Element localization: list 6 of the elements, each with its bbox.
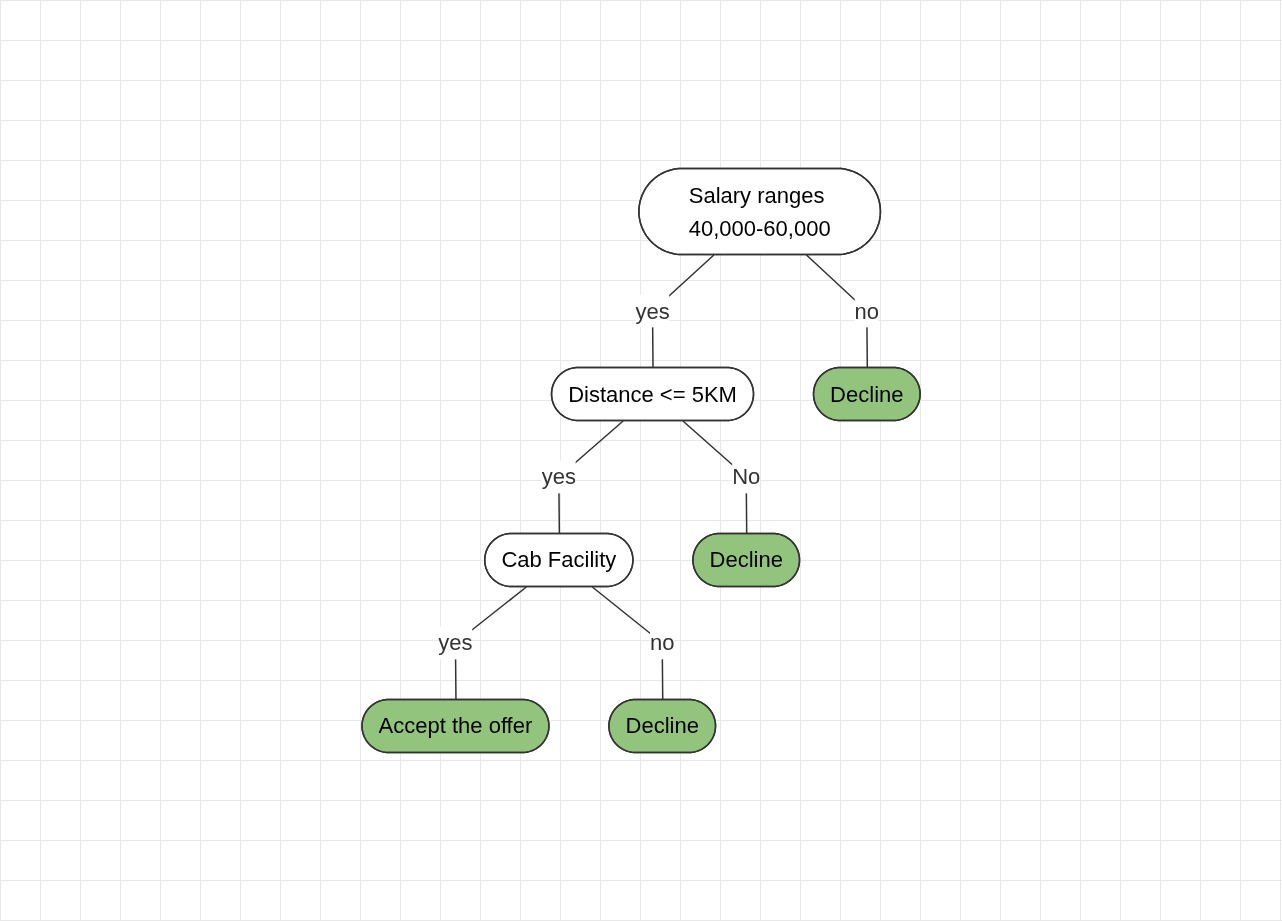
edge-label: yes bbox=[635, 298, 670, 324]
edge-label: yes bbox=[541, 464, 576, 490]
edge-label: yes bbox=[438, 630, 473, 656]
edge-label: no bbox=[649, 630, 675, 656]
edge-label: No bbox=[732, 464, 761, 490]
edge-label: no bbox=[854, 298, 879, 324]
